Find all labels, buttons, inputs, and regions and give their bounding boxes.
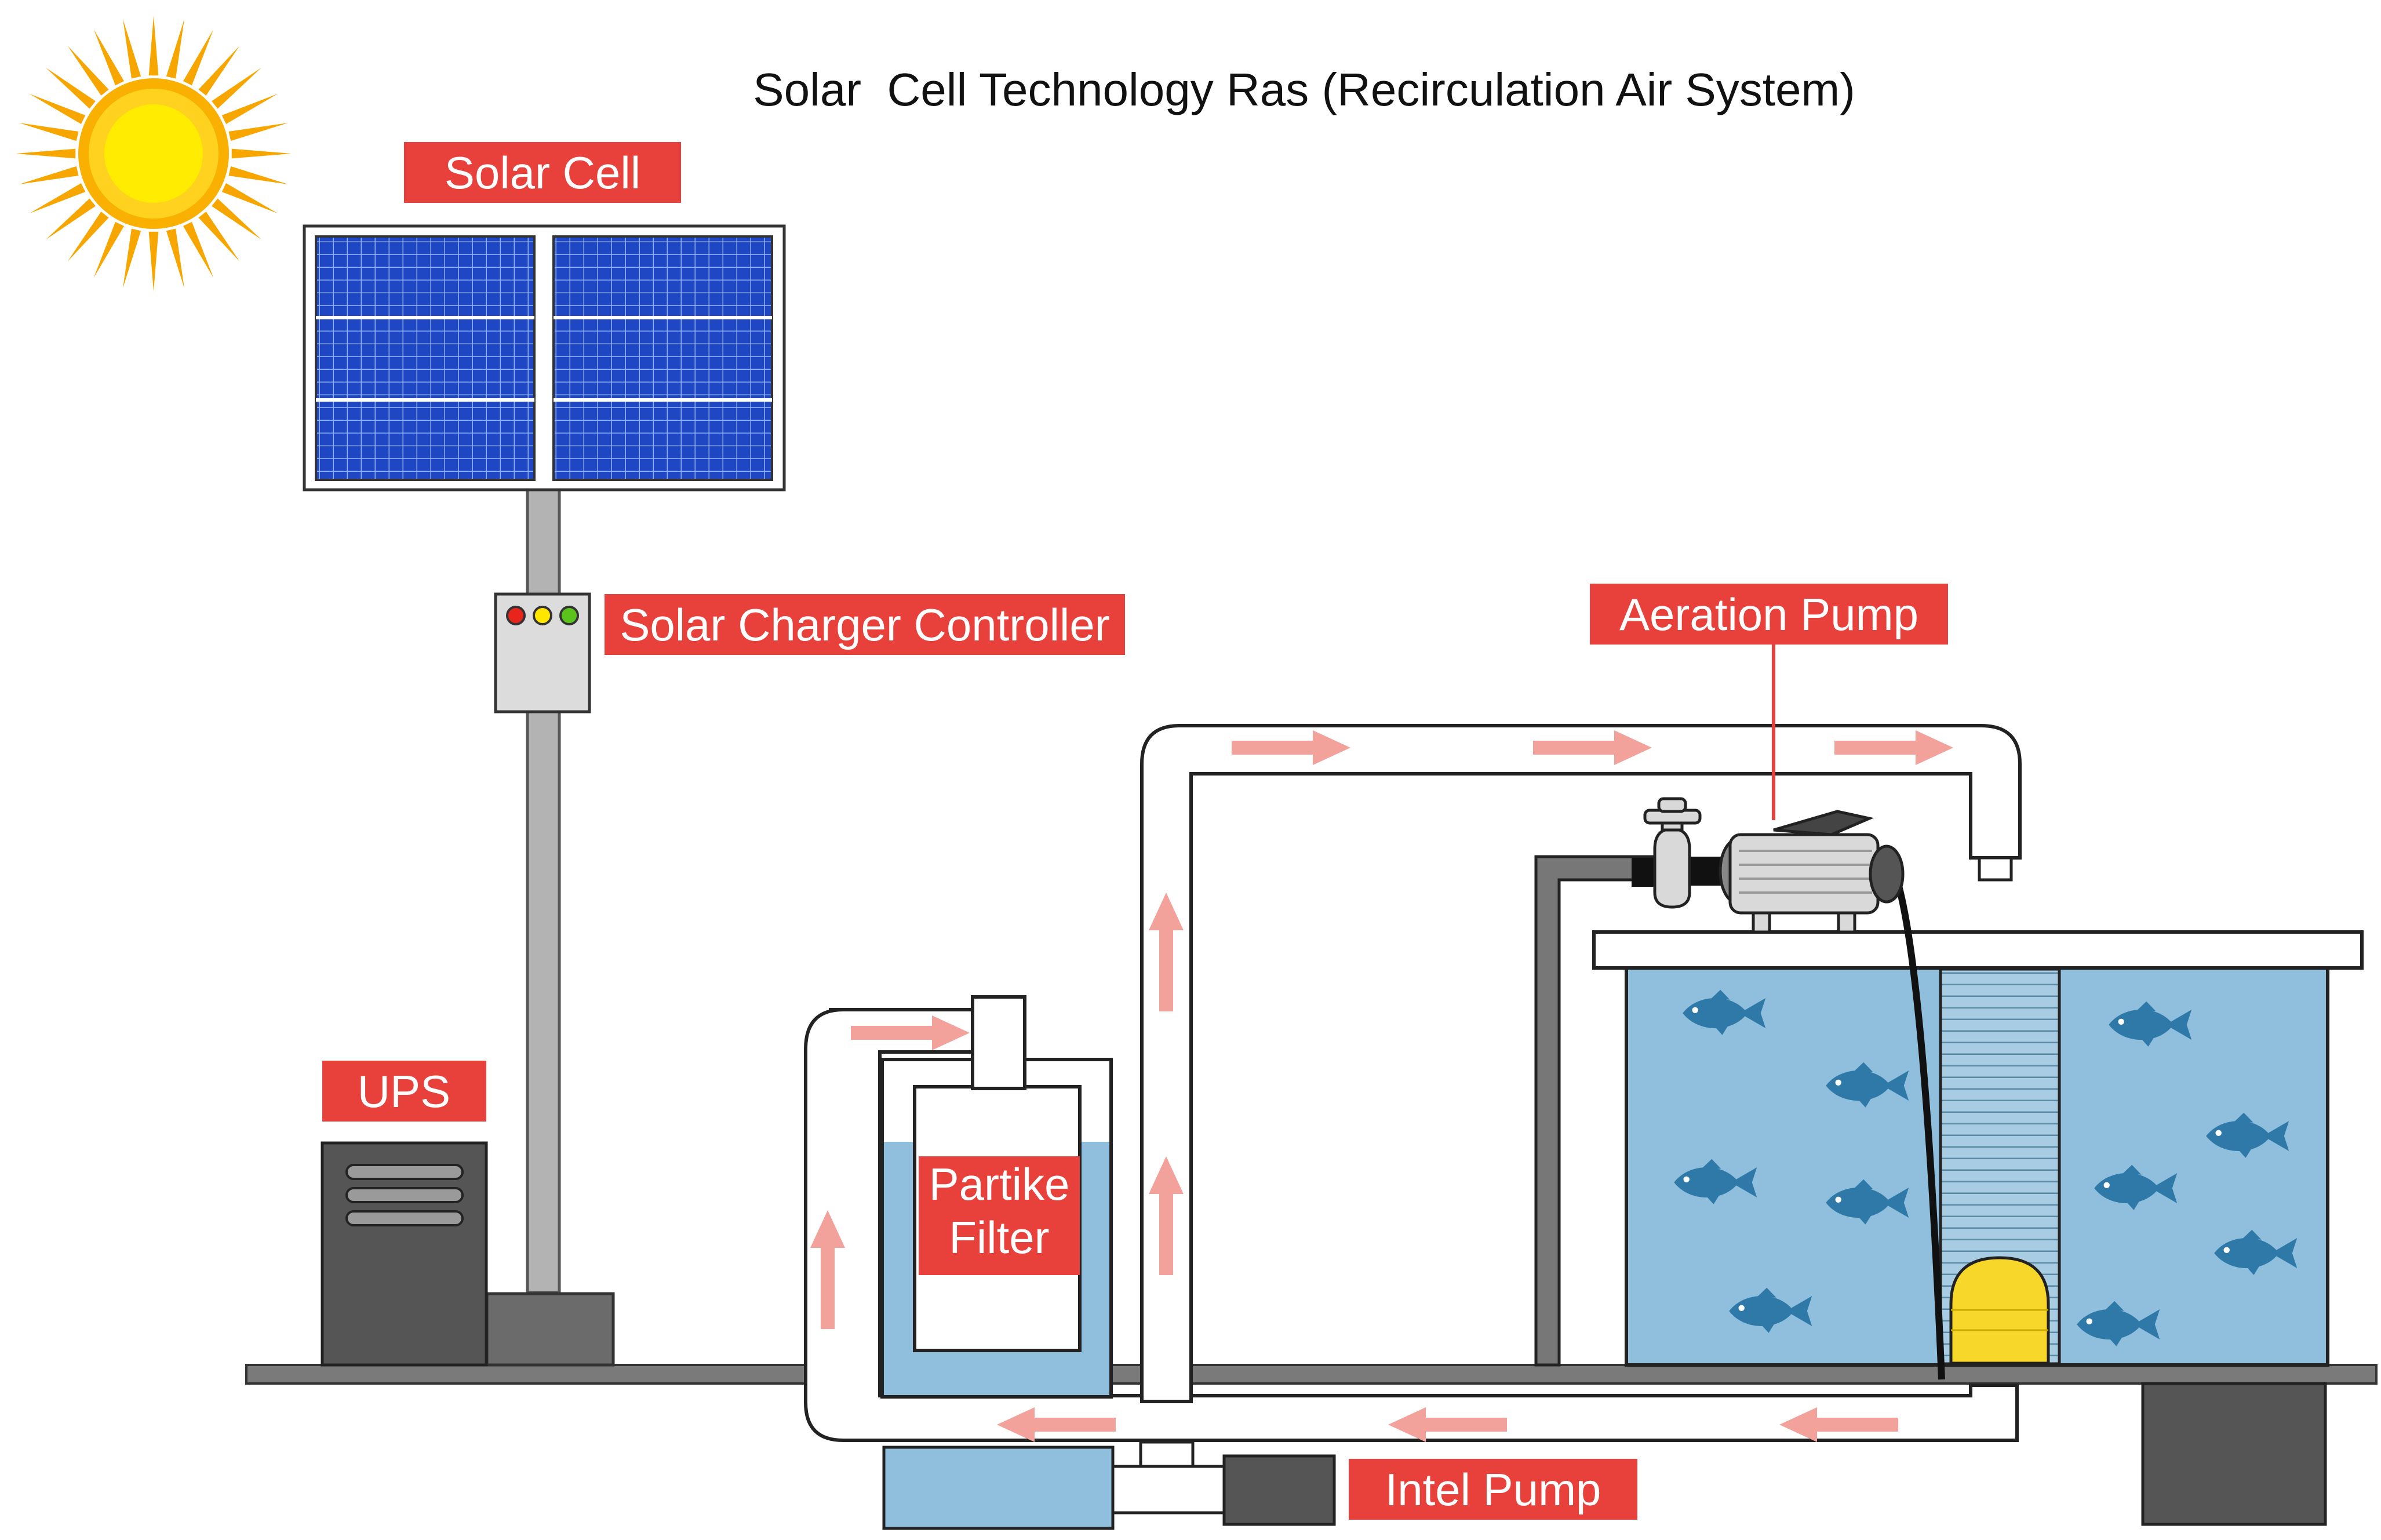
sump-tank [882,1446,1115,1530]
aeration-pump-label: Aeration Pump [1619,589,1918,640]
solar-cell-label-box [404,142,681,203]
filter-label-box [919,1156,1080,1275]
intel-pump-label: Intel Pump [1385,1464,1601,1515]
sun-ray [93,29,125,86]
charger-label: Solar Charger Controller [620,599,1109,650]
sun-ray [19,166,79,184]
sun-ray [198,45,240,96]
filter-label-line1: Partike [929,1159,1070,1210]
solar-pole-base [485,1292,615,1367]
charger-controller-box [494,592,591,713]
sun-ray [231,148,292,159]
fish-tank [1592,930,2364,1367]
filter-label-line2: Filter [949,1212,1049,1263]
intel-pump-label-box [1349,1459,1637,1520]
sun-ray [148,231,159,292]
sun-ray [221,93,278,125]
solar-panel-array [303,224,786,492]
solar-cell-label: Solar Cell [445,147,640,198]
motor-icon [1632,797,1905,934]
sun-ray [221,183,278,214]
faucet-icon [1653,827,1691,909]
sun-ray [228,166,289,184]
intel-pump-motor [1222,1454,1336,1526]
ups-label-box [322,1061,486,1122]
sun-ray [123,19,141,79]
ups-label: UPS [358,1066,450,1117]
sun-ray [123,228,141,289]
sun-ray [29,183,86,214]
sun-ray [19,123,79,141]
sun-ray [166,19,184,79]
sun-ray [198,212,240,262]
sun-ray [212,67,262,109]
charger-label-box [605,594,1125,655]
pump-pipe-connector [1139,1440,1195,1468]
diagram-title: Solar Cell Technology Ras (Recirculation… [753,64,1855,115]
sun-ray [228,123,289,141]
outlet-nozzle [1978,856,2013,882]
sun-ray [45,198,96,240]
ground-line [245,1364,2378,1385]
air-hose [1889,865,1945,1380]
sun-ray [93,221,125,278]
sun-ray [45,67,96,109]
sun-ray [148,16,159,76]
sun-ray [183,221,214,278]
pump-pipe [1111,1465,1228,1514]
sun-ray [67,45,109,96]
tank-stand [2141,1382,2327,1526]
sun-icon [16,16,292,292]
sun-ray [16,148,76,159]
sun-ray [183,29,214,86]
sun-ray [212,198,262,240]
sun-ray [29,93,86,125]
ups-unit [321,1141,488,1367]
aeration-pump-label-box [1590,584,1948,645]
sun-ray [67,212,109,262]
main-pipe [1140,724,2022,1403]
sun-ray [166,228,184,289]
